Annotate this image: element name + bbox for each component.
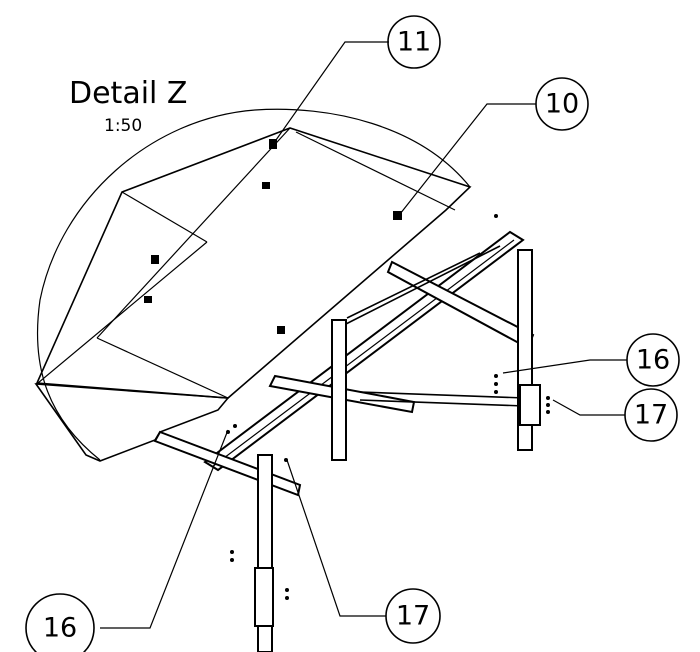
brace <box>359 391 526 399</box>
clamp-mark <box>151 255 159 264</box>
leader-17-right <box>552 399 625 416</box>
panel-seam <box>85 454 101 462</box>
brace <box>346 252 481 319</box>
balloon-label: 17 <box>396 601 430 632</box>
leader-lines <box>100 41 627 629</box>
bolt-holes <box>226 214 550 600</box>
panel-seam <box>37 241 208 384</box>
leader-17-left <box>286 459 386 617</box>
balloon-label: 16 <box>43 613 77 644</box>
leader-16-right <box>502 359 627 374</box>
balloon-circle <box>626 333 680 387</box>
rail-line <box>211 239 515 468</box>
panel-seam <box>121 191 208 243</box>
balloon-label: 11 <box>397 27 431 58</box>
clamp-mark <box>262 182 270 189</box>
detail-title: Detail Z <box>69 76 187 111</box>
post-right-sleeve <box>519 384 541 426</box>
clamp-mark <box>393 211 402 220</box>
post-center <box>331 319 347 461</box>
clamp-mark <box>269 139 277 149</box>
brace <box>339 245 501 328</box>
balloon-10: 10 <box>535 77 589 131</box>
panel-edge <box>34 383 230 462</box>
balloon-label: 17 <box>634 400 668 431</box>
detail-boundary-arc <box>36 108 471 461</box>
balloon-16-left: 16 <box>25 593 95 652</box>
balloon-circle <box>385 588 441 644</box>
cross-rail-lower <box>153 430 302 497</box>
clamp-mark <box>277 326 285 334</box>
detail-scale: 1:50 <box>104 116 142 136</box>
leader-11 <box>275 41 389 141</box>
support-frame <box>153 214 550 652</box>
balloon-17-right: 17 <box>624 388 678 442</box>
balloon-circle <box>25 593 95 652</box>
clamp-mark <box>144 296 152 303</box>
balloon-circle <box>387 15 441 69</box>
balloon-circle <box>624 388 678 442</box>
balloon-11: 11 <box>387 15 441 69</box>
balloon-label: 16 <box>636 345 670 376</box>
balloon-16-right: 16 <box>626 333 680 387</box>
brace <box>359 399 526 407</box>
leader-16-left <box>100 429 229 629</box>
leader-10 <box>399 103 536 215</box>
post-lower-sleeve <box>254 567 274 627</box>
main-rail <box>203 230 525 472</box>
solar-panels <box>34 127 472 462</box>
panel-seam <box>96 127 291 339</box>
balloon-label: 10 <box>545 89 579 120</box>
panel-seam <box>96 337 229 399</box>
balloon-circle <box>535 77 589 131</box>
balloon-17-left: 17 <box>385 588 441 644</box>
panel-seam <box>295 131 456 211</box>
